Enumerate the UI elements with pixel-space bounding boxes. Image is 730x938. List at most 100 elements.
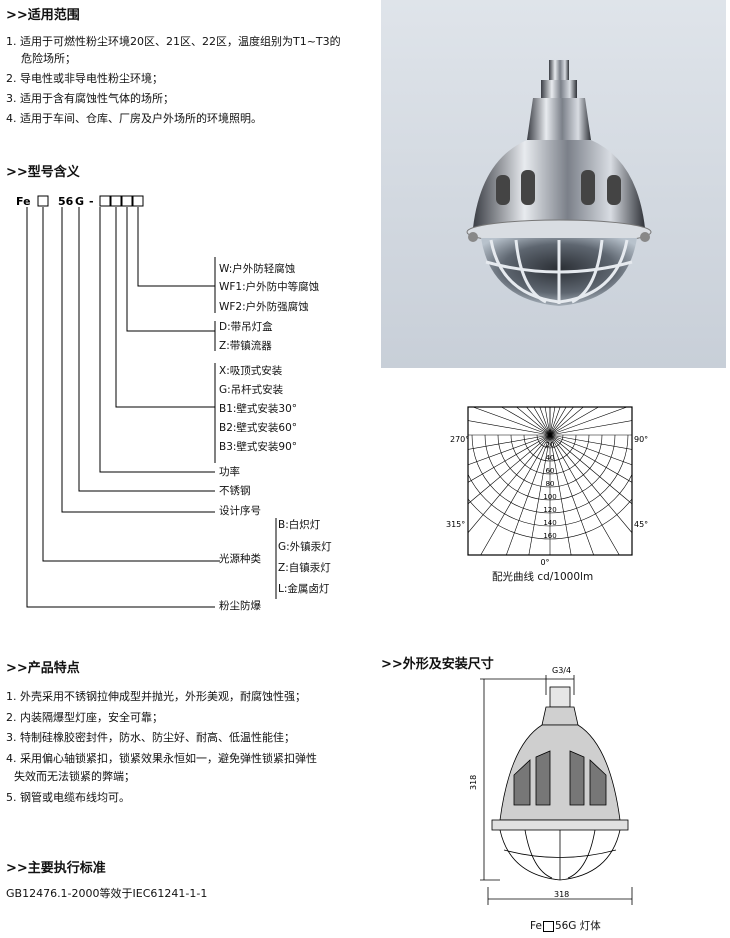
feature-item-5: 5. 钢管或电缆布线均可。	[6, 791, 130, 804]
polar-spoke	[468, 434, 551, 466]
polar-spoke	[549, 434, 572, 555]
code-box-4	[132, 195, 144, 207]
polar-spoke	[549, 420, 632, 436]
x-label-3: B1:壁式安装30°	[219, 403, 298, 415]
dimension-caption: Fe 56G 灯体	[530, 920, 601, 933]
scope-item-2: 2. 导电性或非导电性粉尘环境；	[6, 72, 163, 85]
polar-ring-label: 40	[546, 454, 555, 462]
polar-spoke	[549, 407, 574, 436]
feature-item-4-cont: 失效而无法锁紧的弊端；	[14, 770, 135, 783]
code-prefix: Fe	[16, 195, 31, 208]
code-box-1	[99, 195, 111, 207]
polar-spoke	[549, 434, 632, 505]
polar-spoke	[549, 434, 620, 555]
dimension-drawing: G3/4 318 318	[470, 666, 633, 905]
angle-0: 0°	[540, 558, 549, 567]
code-box-lamp	[37, 195, 49, 207]
scope-item-1-cont: 危险场所；	[21, 52, 76, 65]
explosion-label: 粉尘防爆	[219, 600, 261, 612]
lamp-type-label: 光源种类	[219, 553, 261, 565]
polar-ring-label: 120	[543, 506, 556, 514]
polar-ring-label: 140	[543, 519, 556, 527]
stainless-label: 不锈钢	[219, 485, 251, 497]
line-install	[115, 207, 215, 408]
angle-270: 270°	[450, 435, 469, 444]
polar-ring-label: 160	[543, 532, 556, 540]
lamp-type-3: Z:自镇汞灯	[278, 562, 331, 574]
lamp-type-1: B:白炽灯	[278, 519, 321, 531]
scope-item-3: 3. 适用于含有腐蚀性气体的场所；	[6, 92, 174, 105]
x-label-2: G:吊杆式安装	[219, 384, 284, 396]
d-label-2: Z:带镇流器	[219, 340, 272, 352]
polar-spoke	[549, 434, 632, 534]
product-photo	[381, 0, 726, 368]
polar-spoke	[516, 407, 551, 436]
polar-spoke	[549, 434, 594, 555]
w-label-3: WF2:户外防强腐蚀	[219, 301, 309, 313]
polar-ring-label: 100	[543, 493, 556, 501]
polar-ring-label: 80	[546, 480, 555, 488]
code-box-3	[121, 195, 133, 207]
feature-item-1: 1. 外壳采用不锈钢拉伸成型并抛光，外形美观，耐腐蚀性强；	[6, 690, 306, 703]
polar-spoke	[468, 420, 551, 436]
power-label: 功率	[219, 466, 240, 478]
scope-item-1: 1. 适用于可燃性粉尘环境20区、21区、22区，温度组别为T1~T3的	[6, 35, 341, 48]
polar-spoke	[500, 407, 551, 436]
polar-spoke	[549, 407, 628, 436]
w-label-2: WF1:户外防中等腐蚀	[219, 281, 320, 293]
lamp-type-2: G:外镇汞灯	[278, 541, 332, 553]
angle-45: 45°	[634, 520, 648, 529]
x-label-1: X:吸顶式安装	[219, 365, 283, 377]
caption-box	[542, 921, 554, 932]
polar-spoke	[468, 434, 551, 450]
polar-spoke	[468, 434, 551, 534]
scope-item-4: 4. 适用于车间、仓库、厂房及户外场所的环境照明。	[6, 112, 262, 125]
line-corrosion	[137, 207, 215, 287]
caption-prefix: Fe	[530, 920, 542, 932]
lamp-type-4: L:金属卤灯	[278, 583, 330, 595]
polar-spoke	[480, 434, 551, 555]
d-label-1: D:带吊灯盒	[219, 321, 273, 333]
standard-heading: >>主要执行标准	[6, 861, 106, 876]
height-label: 318	[470, 775, 478, 790]
polar-spoke	[544, 407, 551, 436]
x-label-4: B2:壁式安装60°	[219, 422, 298, 434]
w-label-1: W:户外防轻腐蚀	[219, 263, 296, 275]
angle-90: 90°	[634, 435, 648, 444]
polar-spoke	[549, 434, 632, 483]
feature-item-3: 3. 特制硅橡胶密封件，防水、防尘好、耐高、低温性能佳；	[6, 731, 295, 744]
polar-spoke	[468, 434, 551, 483]
model-heading: >>型号含义	[6, 165, 80, 180]
dimensions-heading: >>外形及安装尺寸	[381, 657, 494, 672]
line-stainless	[78, 207, 215, 492]
polar-spoke	[526, 407, 551, 436]
model-code-diagram: Fe 56 G -	[16, 195, 277, 608]
design-label: 设计序号	[219, 505, 261, 517]
polar-spoke	[549, 407, 584, 436]
polar-spoke	[533, 407, 551, 436]
polar-spoke	[549, 407, 600, 436]
line-power	[99, 207, 215, 473]
polar-ring-label: 20	[546, 441, 555, 449]
angle-315: 315°	[446, 520, 465, 529]
polar-spoke	[549, 434, 632, 450]
scope-heading: >>适用范围	[6, 8, 80, 23]
polar-spoke	[506, 434, 551, 555]
feature-item-4: 4. 采用偏心轴锁紧扣，锁紧效果永恒如一，避免弹性锁紧扣弹性	[6, 752, 317, 765]
polar-caption: 配光曲线 cd/1000lm	[492, 571, 594, 583]
x-label-5: B3:壁式安装90°	[219, 441, 298, 453]
caption-suffix: 56G 灯体	[554, 920, 601, 932]
line-explosion	[26, 207, 215, 608]
feature-item-2: 2. 内装隔爆型灯座，安全可靠；	[6, 711, 163, 724]
code-box-2	[110, 195, 122, 207]
polar-spoke	[472, 407, 551, 436]
polar-spoke	[539, 407, 551, 436]
features-heading: >>产品特点	[6, 661, 80, 676]
polar-spoke	[468, 434, 551, 505]
width-label: 318	[554, 890, 569, 899]
code-dash: -	[89, 195, 94, 208]
thread-label: G3/4	[552, 666, 571, 675]
line-box	[126, 207, 215, 332]
line-design	[61, 207, 215, 513]
